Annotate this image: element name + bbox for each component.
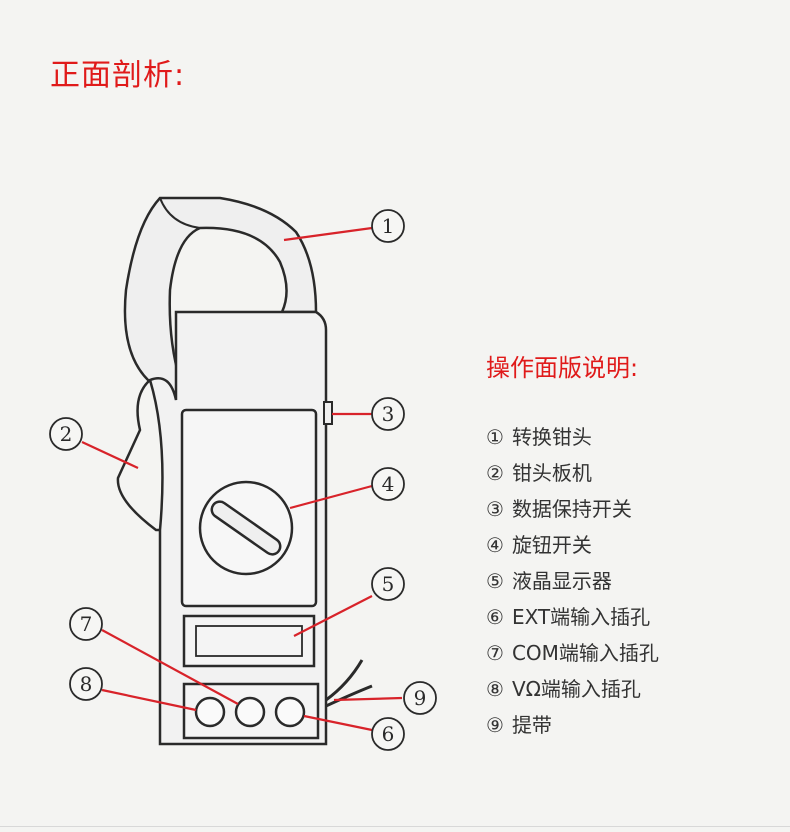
callout-circle-4 xyxy=(371,467,405,501)
legend-number: ④ xyxy=(486,533,504,557)
callout-9: 9 xyxy=(414,686,427,710)
legend-item: ① 转换钳头 xyxy=(486,422,659,458)
clamp-meter-diagram: 1 2 3 4 5 6 7 8 9 xyxy=(49,196,437,751)
panel-title: 操作面版说明: xyxy=(486,354,639,382)
leader-4 xyxy=(289,484,373,510)
leader-2 xyxy=(81,441,139,469)
legend-number: ① xyxy=(486,425,504,449)
com-jack xyxy=(234,696,266,728)
leader-5 xyxy=(293,595,373,637)
callout-circle-3 xyxy=(371,397,405,431)
callout-circle-9 xyxy=(403,681,437,715)
legend-item: ⑦ COM端输入插孔 xyxy=(486,638,659,674)
callout-8: 8 xyxy=(80,672,93,696)
divider xyxy=(0,826,790,827)
leader-8 xyxy=(101,688,197,712)
legend-item: ② 钳头板机 xyxy=(486,458,659,494)
legend-item: ③ 数据保持开关 xyxy=(486,494,659,530)
legend-label: 旋钮开关 xyxy=(511,533,592,557)
callout-circle-6 xyxy=(371,717,405,751)
legend-label: 数据保持开关 xyxy=(511,497,632,521)
legend-item: ④ 旋钮开关 xyxy=(486,530,659,566)
callout-4: 4 xyxy=(382,472,395,496)
leader-7 xyxy=(101,629,239,705)
ext-jack xyxy=(274,696,306,728)
legend-list: ① 转换钳头 ② 钳头板机 ③ 数据保持开关 ④ 旋钮开关 ⑤ 液晶显示器 ⑥ EXT端输入… xyxy=(486,422,659,746)
legend-number: ⑦ xyxy=(486,641,504,665)
leader-6 xyxy=(303,714,373,732)
leader-9 xyxy=(333,696,403,702)
callout-1: 1 xyxy=(382,214,395,238)
callout-2: 2 xyxy=(60,422,73,446)
page-title: 正面剖析: xyxy=(50,58,186,93)
legend-label: COM端输入插孔 xyxy=(511,641,659,665)
legend-item: ⑥ EXT端输入插孔 xyxy=(486,602,659,638)
legend-item: ⑤ 液晶显示器 xyxy=(486,566,659,602)
legend-number: ⑧ xyxy=(486,677,504,701)
legend-label: 液晶显示器 xyxy=(511,569,612,593)
callout-5: 5 xyxy=(382,572,395,596)
wrist-strap xyxy=(325,659,373,708)
callout-7: 7 xyxy=(80,612,93,636)
leader-1 xyxy=(283,226,373,242)
legend-label: VΩ端输入插孔 xyxy=(511,677,641,701)
callout-circle-5 xyxy=(371,567,405,601)
trigger-lever xyxy=(116,379,160,532)
legend-number: ⑨ xyxy=(486,713,504,737)
legend-number: ⑤ xyxy=(486,569,504,593)
lcd-display xyxy=(182,614,316,668)
callout-3: 3 xyxy=(382,402,395,426)
legend-item: ⑨ 提带 xyxy=(486,710,659,746)
callout-6: 6 xyxy=(382,722,395,746)
vohm-jack xyxy=(194,696,226,728)
legend-item: ⑧ VΩ端输入插孔 xyxy=(486,674,659,710)
knob-pointer xyxy=(210,500,282,556)
legend-number: ② xyxy=(486,461,504,485)
legend-label: EXT端输入插孔 xyxy=(511,605,651,629)
legend-label: 提带 xyxy=(511,713,552,737)
legend-label: 钳头板机 xyxy=(511,461,592,485)
callout-circle-2 xyxy=(49,417,83,451)
callout-circle-7 xyxy=(69,607,103,641)
legend-number: ③ xyxy=(486,497,504,521)
callout-circle-8 xyxy=(69,667,103,701)
legend-number: ⑥ xyxy=(486,605,504,629)
callout-circle-1 xyxy=(371,209,405,243)
legend-label: 转换钳头 xyxy=(511,425,592,449)
hold-switch xyxy=(323,401,333,425)
